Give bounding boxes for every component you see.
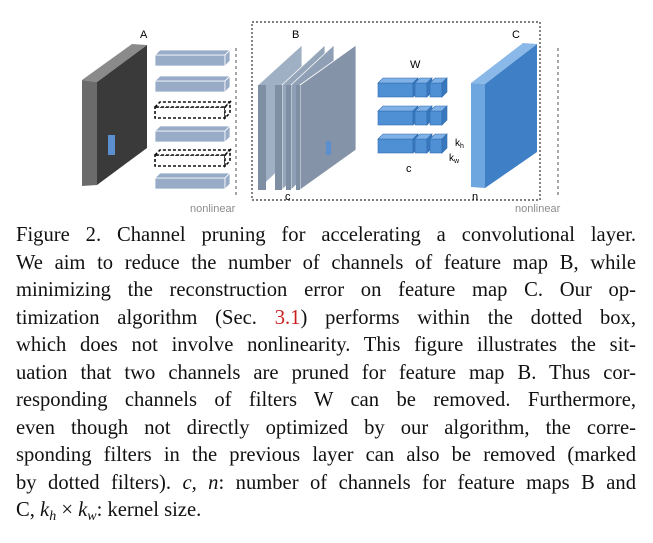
- pruned-filter: [153, 100, 232, 120]
- feature-map-a: [82, 44, 147, 186]
- label-n: n: [472, 191, 478, 203]
- feature-map-b: [257, 44, 357, 191]
- filter: [154, 172, 231, 190]
- filter-w: [377, 77, 448, 98]
- label-nonlinear-left: nonlinear: [190, 203, 236, 215]
- feature-map-b-slice: [296, 44, 357, 191]
- previous-layer-filters: [153, 49, 232, 190]
- label-kw: kw: [449, 153, 460, 165]
- filters-w: [377, 77, 448, 154]
- filter: [154, 49, 231, 67]
- filter: [154, 75, 231, 93]
- caption-line: We aim to reduce the number of channels …: [16, 251, 636, 274]
- filter-w: [377, 133, 448, 154]
- feature-map-c: [471, 43, 537, 188]
- caption-line: minimizing the reconstruction error on f…: [16, 279, 636, 301]
- receptive-patch-b: [326, 141, 331, 155]
- figure-caption: Figure 2. Channel pruning for accelerati…: [16, 222, 636, 531]
- label-nonlinear-right: nonlinear: [515, 203, 561, 215]
- pruned-filter: [153, 148, 232, 168]
- math-c-n: c, n: [182, 471, 219, 494]
- optimization-box: [251, 21, 541, 201]
- label-b: B: [292, 29, 299, 41]
- label-w: W: [410, 59, 421, 71]
- caption-line: which does not involve nonlinearity. Thi…: [16, 334, 636, 356]
- filter-w: [377, 105, 448, 126]
- section-reference-link[interactable]: 3.1: [274, 306, 301, 329]
- caption-line: sponding filters in the previous layer c…: [16, 444, 636, 466]
- caption-line: timization algorithm (Sec. 3.1) performs…: [16, 306, 636, 329]
- label-a: A: [140, 29, 148, 41]
- figure-diagram: A nonlinear B c W c kh kw: [82, 21, 561, 215]
- caption-line: by dotted filters). c, n: number of chan…: [16, 471, 636, 494]
- caption-line: even though not directly optimized by ou…: [16, 416, 636, 439]
- caption-line: Figure 2. Channel pruning for accelerati…: [16, 224, 636, 246]
- caption-line: responding channels of filters W can be …: [16, 389, 636, 411]
- receptive-patch-a: [108, 135, 115, 155]
- label-c-filters: c: [406, 163, 412, 175]
- label-c: C: [512, 29, 520, 41]
- label-kh: kh: [455, 138, 464, 150]
- filter: [154, 125, 231, 143]
- caption-line: C, kh × kw: kernel size.: [16, 499, 202, 524]
- label-c-bottom: c: [285, 191, 291, 203]
- caption-line: uation that two channels are pruned for …: [16, 361, 636, 384]
